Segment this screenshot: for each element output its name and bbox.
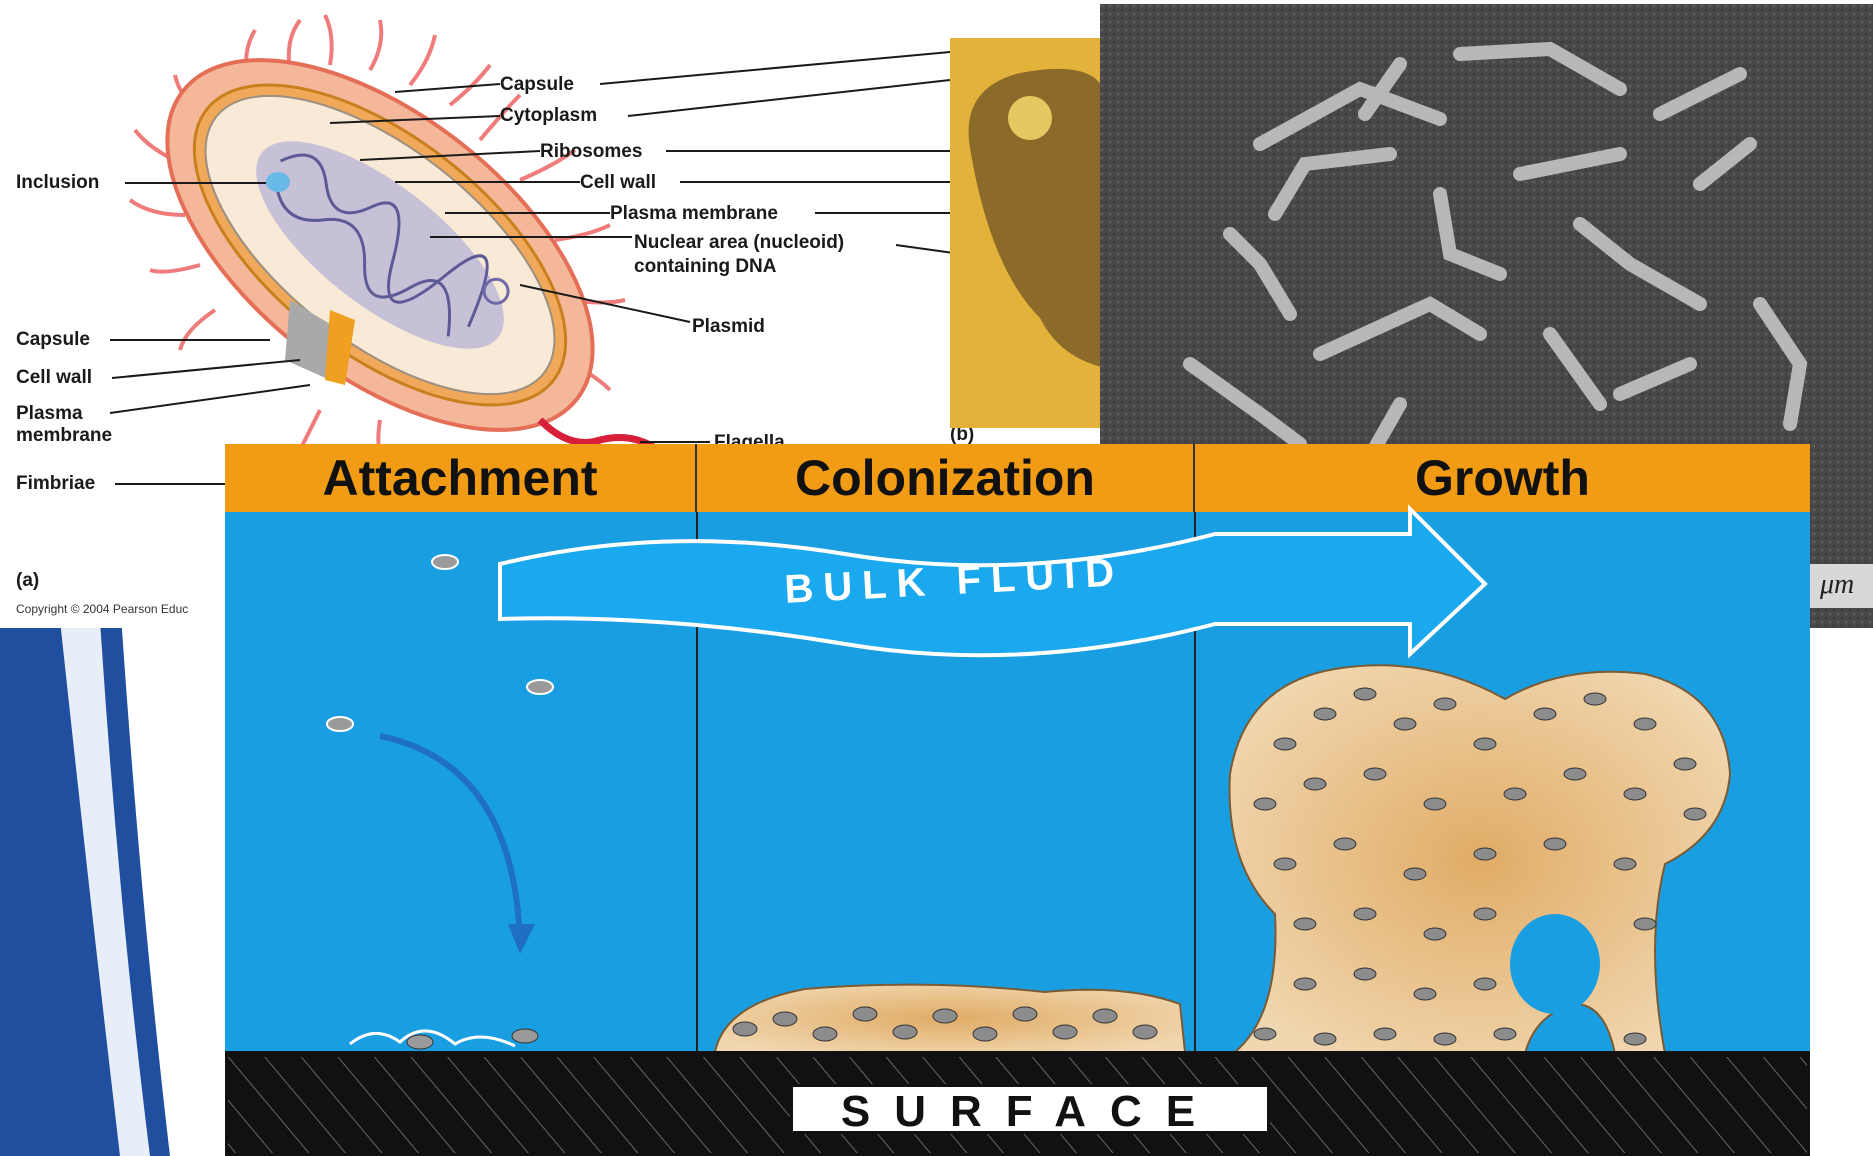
label-plasma-membrane: Plasma membrane	[610, 203, 778, 225]
label-panel-a: (a)	[16, 570, 39, 592]
biofilm-formation-diagram: Attachment Colonization Growth	[225, 444, 1810, 1156]
bulk-fluid-arrow	[500, 509, 1485, 655]
label-cytoplasm: Cytoplasm	[500, 105, 597, 127]
label-capsule-left: Capsule	[16, 329, 90, 351]
label-membrane-left: membrane	[16, 425, 112, 447]
label-plasmid: Plasmid	[692, 316, 765, 338]
label-cell-wall: Cell wall	[580, 172, 656, 194]
inclusion-granule	[266, 172, 290, 192]
label-fimbriae: Fimbriae	[16, 473, 95, 495]
surface-label: SURFACE	[790, 1084, 1270, 1134]
label-nuclear-area: Nuclear area (nucleoid)	[634, 232, 844, 254]
copyright-text: Copyright © 2004 Pearson Educ	[16, 602, 188, 616]
label-ribosomes: Ribosomes	[540, 141, 642, 163]
micrograph-photo	[950, 38, 1106, 428]
label-containing-dna: containing DNA	[634, 256, 777, 278]
label-capsule: Capsule	[500, 74, 574, 96]
biofilm-artwork	[225, 444, 1810, 1156]
label-plasma-left: Plasma	[16, 403, 83, 425]
label-inclusion: Inclusion	[16, 172, 99, 194]
label-cell-wall-left: Cell wall	[16, 367, 92, 389]
sem-scale-unit: μm	[1820, 569, 1854, 601]
